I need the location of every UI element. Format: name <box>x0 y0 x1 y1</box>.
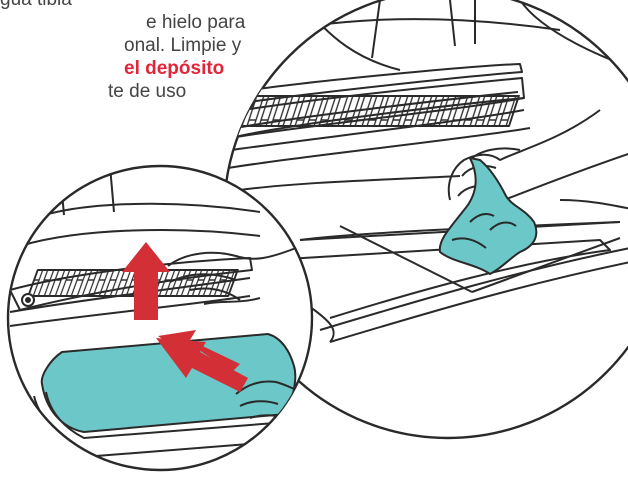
instruction-line-highlight: el depósito <box>0 57 260 80</box>
instruction-line: gua tibia <box>0 0 260 11</box>
instruction-line: onal. Limpie y <box>0 34 260 57</box>
instruction-line: te de uso <box>0 80 260 103</box>
instruction-line: e hielo para <box>0 11 260 34</box>
small-detail-circle <box>8 166 316 470</box>
instruction-text: gua tibia e hielo para onal. Limpie y el… <box>0 0 260 103</box>
